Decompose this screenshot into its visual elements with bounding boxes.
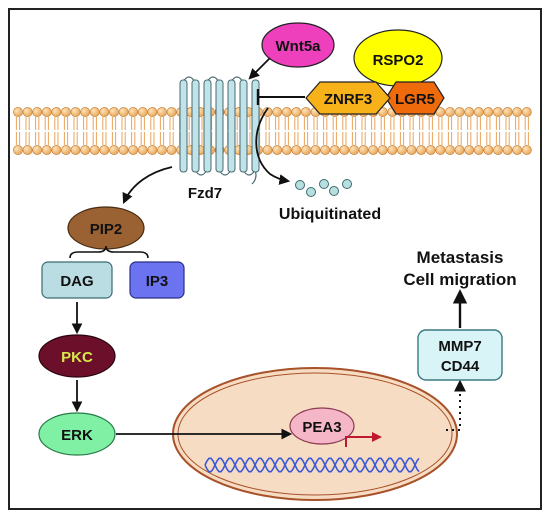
- transmembrane-helix: [191, 79, 200, 173]
- metastasis-label: Metastasis: [417, 248, 504, 267]
- ubiquitin-dots: [295, 179, 352, 197]
- erk-node: ERK: [38, 412, 116, 456]
- transmembrane-helix: [179, 79, 188, 173]
- cd44-label: CD44: [441, 358, 480, 375]
- transmembrane-helix: [239, 79, 248, 173]
- pip2-node: PIP2: [67, 206, 145, 250]
- znrf3-inhibition: [256, 89, 305, 105]
- dna-helix: [204, 457, 420, 473]
- lgr5-receptor: LGR5: [385, 81, 445, 115]
- cell-membrane: [13, 107, 532, 155]
- wnt5a-binding-arrow: [248, 57, 271, 80]
- pkc-node: PKC: [38, 334, 116, 378]
- pkc-label: PKC: [61, 349, 93, 366]
- lgr5-label: LGR5: [395, 91, 435, 108]
- wnt5a-ligand: Wnt5a: [261, 22, 335, 68]
- transmembrane-helix: [203, 79, 212, 173]
- fzd7-to-pip2-arrow: [122, 166, 173, 204]
- znrf3-ligase: ZNRF3: [305, 81, 391, 115]
- rspo2-label: RSPO2: [373, 52, 424, 69]
- wnt5a-label: Wnt5a: [276, 38, 322, 55]
- target-gene-expression-arrow: [446, 379, 466, 431]
- rspo2-ligand: RSPO2: [353, 29, 443, 87]
- znrf3-label: ZNRF3: [324, 91, 372, 108]
- ubiquitinated-label: Ubiquitinated: [279, 206, 381, 223]
- fzd7-receptor: [179, 76, 260, 185]
- pip2-split-bracket: [69, 245, 149, 259]
- pip2-label: PIP2: [90, 221, 123, 238]
- transmembrane-helix: [215, 79, 224, 173]
- target-genes-box: MMP7 CD44: [417, 329, 503, 381]
- ip3-node: IP3: [129, 261, 185, 299]
- transcription-start-arrow: [345, 432, 382, 447]
- mmp7-label: MMP7: [438, 338, 481, 355]
- pea3-label: PEA3: [302, 419, 341, 436]
- fzd7-label: Fzd7: [188, 185, 222, 202]
- dag-node: DAG: [41, 261, 113, 299]
- dag-label: DAG: [60, 273, 93, 290]
- cell-migration-label: Cell migration: [403, 270, 516, 289]
- pea3-node: PEA3: [289, 407, 355, 445]
- ubiquitination-arrow: [255, 107, 291, 185]
- transmembrane-helix: [227, 79, 236, 173]
- erk-label: ERK: [61, 427, 93, 444]
- ip3-label: IP3: [146, 273, 169, 290]
